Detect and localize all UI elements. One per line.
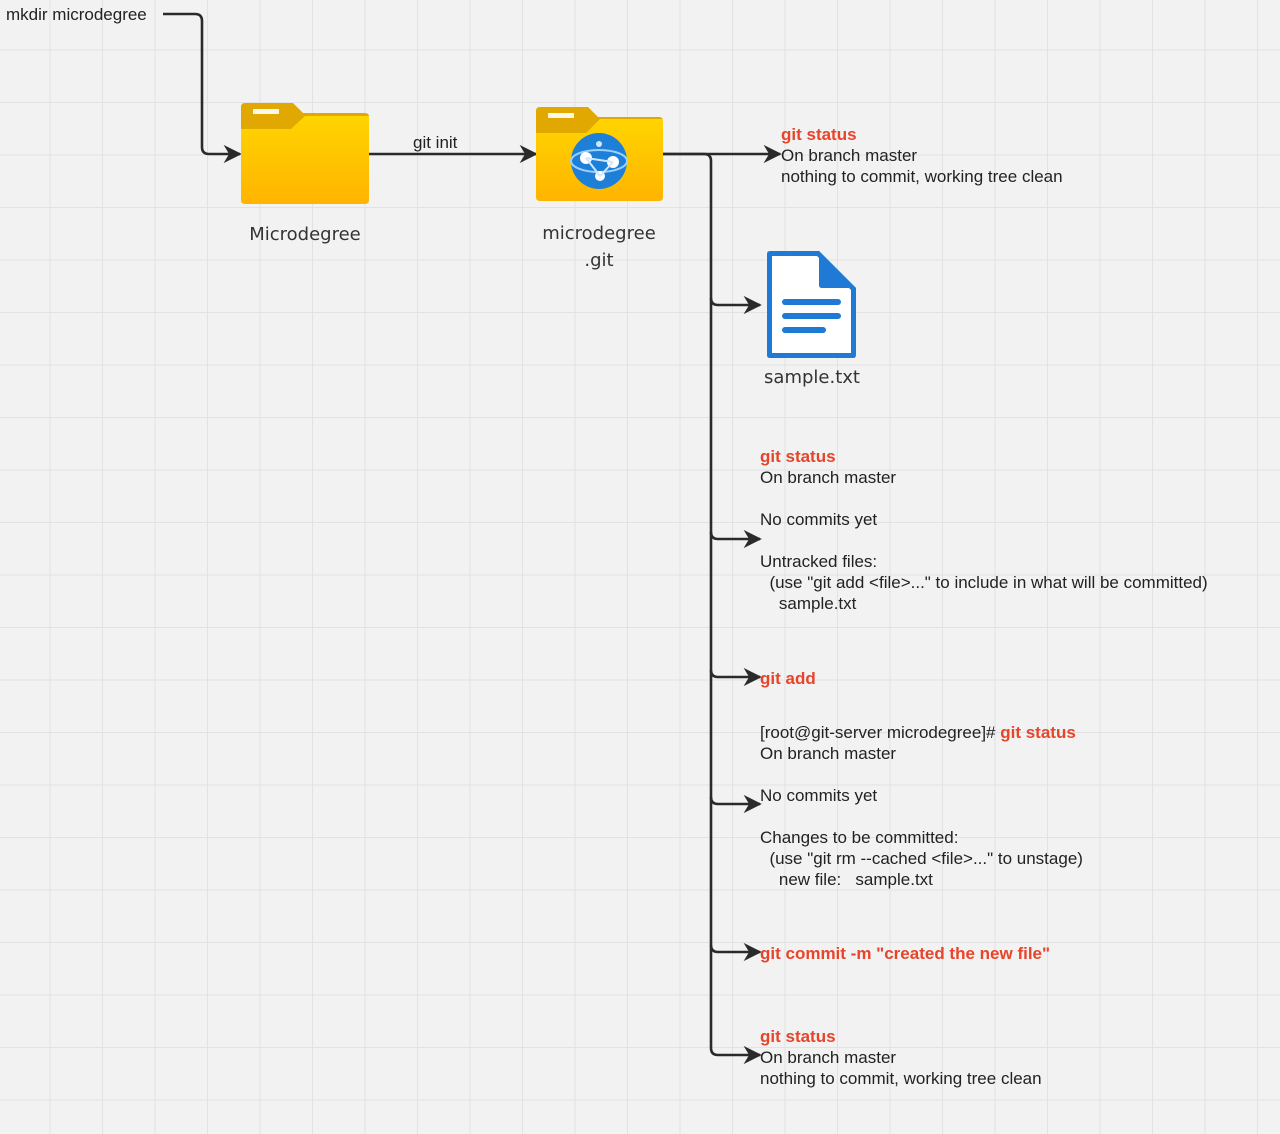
git-repo-folder-icon: [536, 107, 663, 201]
command-text: git status: [1000, 723, 1076, 742]
output-line: nothing to commit, working tree clean: [781, 167, 1063, 186]
output-line: (use "git add <file>..." to include in w…: [760, 573, 1208, 592]
output-line: On branch master: [760, 468, 897, 487]
folder-icon: [241, 103, 369, 204]
command-text: git status: [760, 1027, 836, 1046]
folder-label-line-1: microdegree: [542, 223, 656, 244]
trunk-line: [663, 152, 762, 1065]
prompt-line: [root@git-server microdegree]# git statu…: [760, 722, 1076, 743]
output-line: nothing to commit, working tree clean: [760, 1069, 1042, 1088]
arrow-to-git-commit: [709, 942, 762, 962]
output-line: No commits yet: [760, 786, 878, 805]
output-line: On branch master: [760, 1048, 897, 1067]
output-line: On branch master: [760, 744, 897, 763]
arrow-to-git-add: [709, 667, 762, 687]
globe-icon: [570, 133, 628, 189]
folder-label-microdegree: Microdegree: [249, 224, 361, 245]
file-label-sample: sample.txt: [764, 367, 860, 388]
git-commit-command: git commit -m "created the new file": [760, 944, 1051, 963]
document-icon: [767, 251, 856, 358]
mkdir-command: mkdir microdegree: [6, 5, 147, 24]
output-line: On branch master: [781, 146, 918, 165]
output-line: sample.txt: [760, 594, 857, 613]
folder-label-line-2: .git: [584, 250, 614, 271]
command-text: git status: [781, 125, 857, 144]
output-line: No commits yet: [760, 510, 878, 529]
shell-prompt: [root@git-server microdegree]#: [760, 723, 1001, 742]
output-line: (use "git rm --cached <file>..." to unst…: [760, 849, 1083, 868]
git-add-command: git add: [760, 669, 816, 688]
command-text: git status: [760, 447, 836, 466]
output-line: new file: sample.txt: [760, 870, 933, 889]
arrow-to-status-2: [709, 529, 762, 549]
git-init-label: git init: [413, 133, 458, 152]
output-line: Untracked files:: [760, 552, 878, 571]
arrow-to-status-3: [709, 794, 762, 814]
arrow-mkdir-to-folder: [163, 12, 242, 164]
output-line: Changes to be committed:: [760, 828, 959, 847]
folder-label-microdegree-git: microdegree .git: [519, 220, 679, 274]
arrow-to-sample-file: [709, 295, 762, 315]
